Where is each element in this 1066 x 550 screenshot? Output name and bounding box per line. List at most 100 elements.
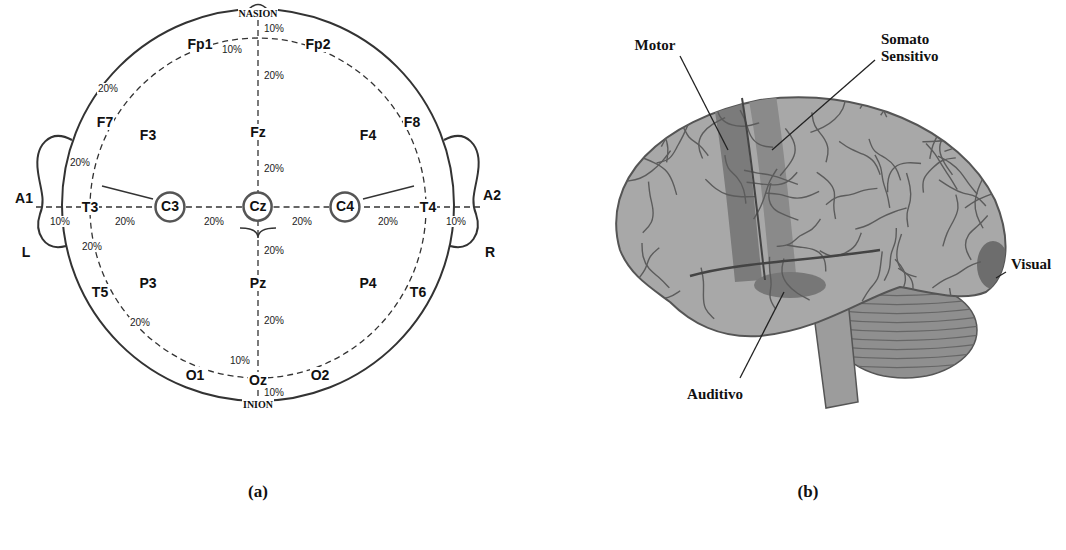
- electrode-label: F7: [96, 114, 114, 130]
- percent-label: 10%: [263, 387, 285, 398]
- gyrus-stroke: [862, 251, 882, 301]
- gyrus-stroke: [839, 141, 880, 174]
- gyrus-stroke: [907, 173, 911, 227]
- leader-line: [996, 272, 1006, 278]
- percent-label: 20%: [377, 216, 399, 227]
- percent-label: 10%: [263, 23, 285, 34]
- electrode-label: T4: [419, 199, 437, 215]
- gyrus-stroke: [939, 180, 986, 206]
- percent-label: 20%: [263, 245, 285, 256]
- gyrus-stroke: [882, 68, 897, 117]
- gyri-texture: [611, 62, 1016, 373]
- gyrus-stroke: [812, 112, 828, 162]
- dashed-connector: [186, 206, 242, 207]
- percent-label: 20%: [291, 216, 313, 227]
- gyrus-stroke: [646, 115, 668, 162]
- gyrus-stroke: [926, 144, 957, 190]
- gyrus-stroke: [888, 163, 921, 193]
- leader-line: [772, 60, 875, 150]
- left-ear: [37, 136, 72, 247]
- drawing-part: [611, 62, 1016, 373]
- gyrus-stroke: [777, 219, 821, 246]
- gyrus-stroke: [716, 106, 759, 127]
- percent-label: 20%: [263, 70, 285, 81]
- gyrus-stroke: [966, 215, 988, 259]
- electrode-circle: C4: [329, 191, 361, 223]
- gyrus-stroke: [769, 183, 799, 220]
- electrode-circle: C3: [154, 191, 186, 223]
- electrode-label: Fp1: [187, 36, 214, 52]
- electrode-label: Fz: [249, 124, 267, 140]
- gyrus-stroke: [923, 158, 956, 193]
- right-ear: [444, 136, 479, 247]
- region-label: Motor: [634, 37, 677, 54]
- panel-caption: (a): [247, 482, 269, 502]
- gyrus-stroke: [843, 319, 851, 373]
- electrode-label: F4: [359, 127, 377, 143]
- coronal-dashed: [354, 206, 480, 207]
- gyrus-stroke: [817, 172, 836, 219]
- gyrus-stroke: [855, 208, 906, 229]
- electrode-label: P3: [138, 275, 157, 291]
- electrode-label: T3: [81, 199, 99, 215]
- gyrus-stroke: [852, 318, 905, 329]
- gyrus-stroke: [885, 307, 903, 355]
- gyrus-stroke: [643, 182, 653, 233]
- gyrus-stroke: [611, 73, 654, 106]
- gyrus-stroke: [944, 148, 998, 155]
- gyrus-stroke: [957, 303, 1007, 312]
- folium-stroke: [830, 326, 980, 332]
- percent-label: 10%: [221, 44, 243, 55]
- gyrus-stroke: [927, 122, 979, 130]
- gyrus-stroke: [956, 299, 988, 343]
- electrode-label: Pz: [249, 275, 267, 291]
- leader-line: [680, 56, 728, 150]
- head-outline: [62, 9, 454, 401]
- electrode-label: T6: [409, 284, 427, 300]
- gyrus-stroke: [869, 139, 901, 181]
- gyrus-stroke: [641, 157, 677, 195]
- gyrus-stroke: [979, 153, 998, 200]
- gyrus-stroke: [884, 228, 896, 281]
- gyrus-stroke: [875, 155, 890, 208]
- electrode-label: O1: [185, 367, 206, 383]
- cerebrum: [616, 97, 1005, 336]
- percent-label: 20%: [97, 83, 119, 94]
- gyrus-stroke: [672, 117, 708, 156]
- gyrus-stroke: [630, 290, 680, 298]
- percent-label: 20%: [69, 157, 91, 168]
- folium-stroke: [830, 308, 980, 314]
- gyrus-stroke: [898, 298, 951, 304]
- gyrus-stroke: [884, 318, 914, 363]
- electrode-label: P4: [358, 275, 377, 291]
- percent-label: 10%: [229, 355, 251, 366]
- electrode-label: Cz: [249, 199, 266, 214]
- region-label: Somato Sensitivo: [880, 31, 962, 65]
- electrode-ring: [244, 193, 272, 221]
- ear-label: A2: [482, 187, 502, 203]
- gyrus-stroke: [950, 288, 966, 341]
- landmark-label: NASION: [238, 8, 279, 19]
- head-diagram: [36, 5, 480, 405]
- measure-stroke: [363, 186, 414, 199]
- percent-label: 20%: [263, 163, 285, 174]
- gyrus-stroke: [940, 131, 954, 175]
- electrode-circle: Cz: [242, 191, 273, 222]
- gyrus-stroke: [860, 62, 884, 109]
- gyrus-stroke: [925, 324, 943, 371]
- ear-label: A1: [14, 190, 34, 206]
- gyrus-stroke: [769, 257, 775, 310]
- gyrus-stroke: [881, 98, 930, 115]
- panel-caption: (b): [797, 482, 820, 502]
- side-label: R: [484, 244, 496, 260]
- percent-label: 20%: [81, 241, 103, 252]
- region-label: Auditivo: [686, 386, 744, 403]
- percent-label: 20%: [203, 216, 225, 227]
- electrode-label: C3: [161, 199, 179, 214]
- folium-stroke: [830, 317, 980, 323]
- landmark-label: INION: [242, 399, 274, 410]
- percent-label: 20%: [129, 317, 151, 328]
- gyrus-stroke: [975, 176, 984, 228]
- electrode-label: T5: [91, 284, 109, 300]
